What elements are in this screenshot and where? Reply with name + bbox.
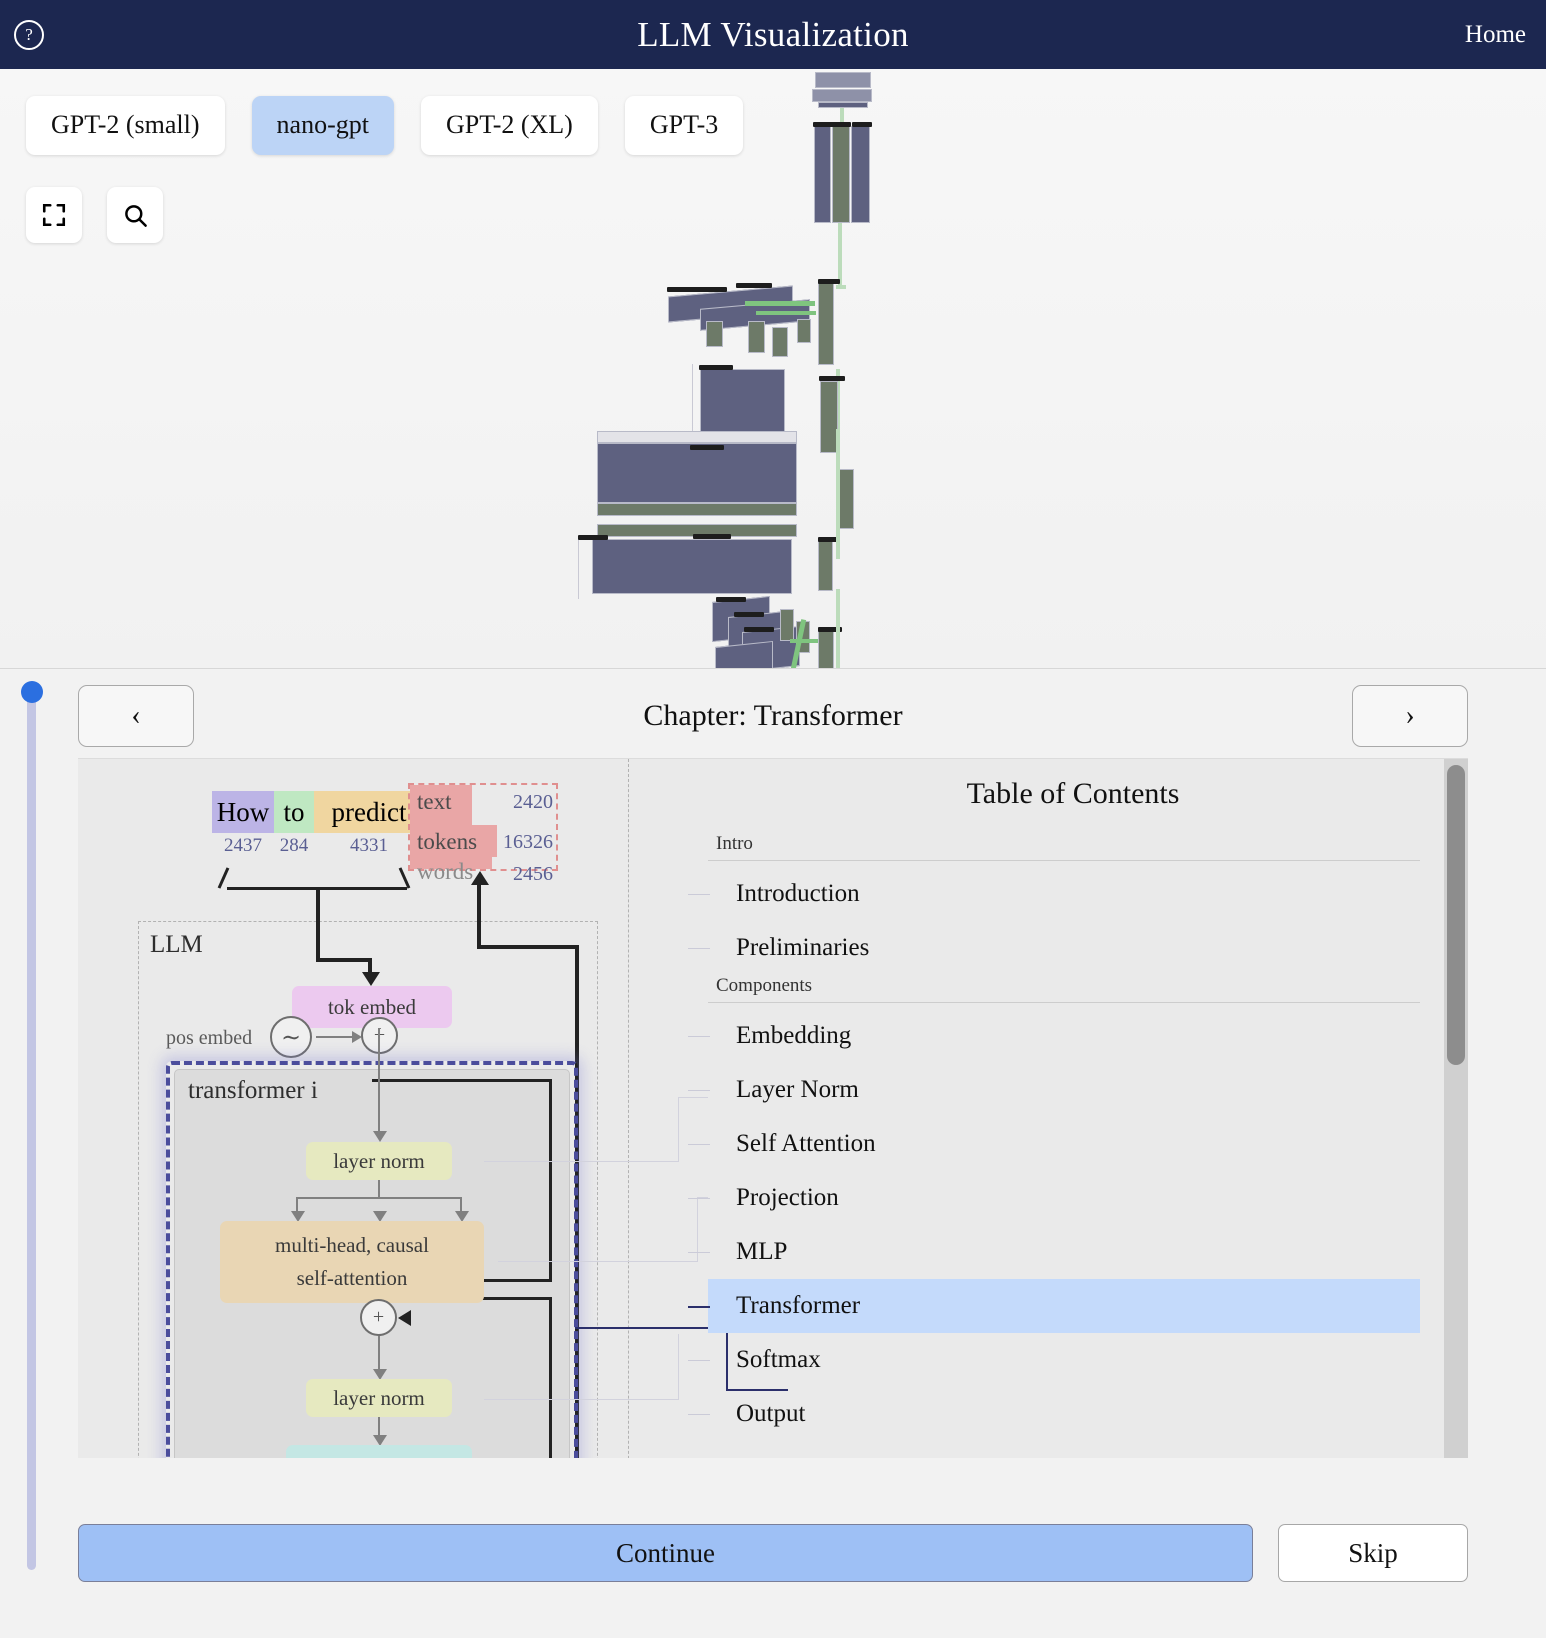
output-row-id-words: 2456 — [513, 863, 553, 885]
toc-item-projection[interactable]: Projection — [688, 1171, 1420, 1225]
viewport-toolbar[interactable] — [26, 187, 163, 243]
output-row-label-text: text — [417, 789, 452, 814]
output-row-label-tokens: tokens — [417, 829, 478, 854]
toc-group-components: Components — [708, 975, 1420, 1003]
output-row-id-tokens: 16326 — [503, 831, 553, 853]
node-tok-embed-label: tok embed — [327, 994, 417, 1019]
toc-item-self-attention[interactable]: Self Attention — [688, 1117, 1420, 1171]
model-viewport[interactable]: GPT-2 (small) nano-gpt GPT-2 (XL) GPT-3 — [0, 69, 1546, 669]
question-mark-circle-icon[interactable]: ? — [14, 19, 44, 50]
llm-architecture-diagram: How to predict 2437 284 4331 text tokens… — [78, 759, 708, 1458]
transformer-label: transformer i — [188, 1077, 318, 1104]
transformer-block-highlight — [166, 1061, 578, 1458]
model-3d-rendering[interactable] — [0, 69, 1546, 668]
output-row-label-words: words — [417, 859, 474, 884]
walkthrough-panel: ‹ Chapter: Transformer › How to predict … — [0, 670, 1546, 1638]
toc-connector-stub — [688, 1306, 710, 1308]
active-toc-connector-h1 — [575, 1327, 728, 1329]
active-toc-connector-v — [726, 1327, 728, 1391]
toc-connector-stub — [688, 1360, 710, 1361]
skip-button[interactable]: Skip — [1278, 1524, 1468, 1582]
content-scrollbar-track[interactable] — [1444, 759, 1468, 1458]
token-chip-to: to — [274, 791, 314, 833]
progress-rail[interactable] — [27, 690, 36, 1570]
toc-item-preliminaries[interactable]: Preliminaries — [688, 921, 1420, 975]
model-tab-gpt2-small[interactable]: GPT-2 (small) — [26, 96, 225, 155]
pos-embed-label: pos embed — [166, 1027, 253, 1049]
toc-group-intro: Intro — [708, 833, 1420, 861]
toc-item-label: Transformer — [736, 1292, 861, 1319]
token-chip-predict: predict — [314, 791, 424, 833]
toc-item-label: Softmax — [736, 1346, 821, 1373]
token-id-to: 284 — [279, 835, 309, 856]
node-layer-norm-1-label: layer norm — [333, 1148, 425, 1173]
toc-connector-stub — [688, 1198, 710, 1199]
page-title: LLM Visualization — [637, 14, 909, 54]
progress-handle[interactable] — [21, 681, 43, 703]
toc-item-transformer[interactable]: Transformer — [688, 1279, 1420, 1333]
residual-add-2: + — [360, 1299, 397, 1336]
continue-button[interactable]: Continue — [78, 1524, 1253, 1582]
toc-connector-stub — [688, 894, 710, 895]
node-self-attention: multi-head, causal self-attention — [220, 1221, 484, 1303]
output-row-id-text: 2420 — [513, 791, 553, 813]
model-tab-nano-gpt[interactable]: nano-gpt — [251, 96, 394, 155]
fullscreen-icon[interactable] — [26, 187, 82, 243]
search-icon[interactable] — [107, 187, 163, 243]
toc-item-label: Output — [736, 1400, 806, 1427]
toc-item-embedding[interactable]: Embedding — [688, 1009, 1420, 1063]
table-of-contents: Table of Contents Intro Introduction Pre… — [688, 759, 1448, 1458]
app-header: ? LLM Visualization Home — [0, 0, 1546, 69]
llm-boundary — [138, 921, 598, 1458]
node-layer-norm-2: layer norm — [306, 1379, 452, 1417]
toc-connector-stub — [688, 1252, 710, 1253]
toc-connector-stub — [688, 948, 710, 949]
toc-item-softmax[interactable]: Softmax — [688, 1333, 1420, 1387]
toc-item-label: Projection — [736, 1184, 839, 1211]
model-tab-gpt3[interactable]: GPT-3 — [624, 96, 744, 155]
node-layer-norm-1: layer norm — [306, 1142, 452, 1180]
output-prediction-box — [408, 783, 558, 871]
home-link[interactable]: Home — [1464, 20, 1526, 48]
toc-connector-stub — [688, 1090, 710, 1091]
node-feed-forward-label-1: feed — [361, 1452, 397, 1458]
token-chip-how: How — [212, 791, 274, 833]
next-chapter-button[interactable]: › — [1352, 685, 1468, 747]
active-toc-connector-h2 — [726, 1389, 788, 1391]
toc-item-label: Layer Norm — [736, 1076, 859, 1103]
toc-item-label: Preliminaries — [736, 934, 870, 961]
toc-item-mlp[interactable]: MLP — [688, 1225, 1420, 1279]
node-self-attention-label-2: self-attention — [296, 1266, 408, 1290]
model-selector-tabs[interactable]: GPT-2 (small) nano-gpt GPT-2 (XL) GPT-3 — [26, 96, 744, 155]
token-id-how: 2437 — [224, 835, 262, 856]
chapter-content-card: How to predict 2437 284 4331 text tokens… — [78, 758, 1468, 1458]
toc-title: Table of Contents — [966, 777, 1180, 810]
node-feed-forward: feed forward — [286, 1445, 472, 1458]
chapter-title: Chapter: Transformer — [643, 699, 903, 732]
toc-item-label: Introduction — [736, 880, 860, 907]
toc-item-label: Self Attention — [736, 1130, 876, 1157]
toc-item-label: Embedding — [736, 1022, 852, 1049]
llm-label: LLM — [150, 931, 203, 958]
previous-chapter-button[interactable]: ‹ — [78, 685, 194, 747]
toc-connector-stub — [688, 1144, 710, 1145]
token-id-predict: 4331 — [350, 835, 388, 856]
content-scrollbar-thumb[interactable] — [1447, 765, 1465, 1065]
node-layer-norm-2-label: layer norm — [333, 1385, 425, 1410]
pos-embed-wave-icon: ∼ — [270, 1016, 312, 1058]
walkthrough-actions: Continue Skip — [78, 1524, 1468, 1582]
toc-item-introduction[interactable]: Introduction — [688, 867, 1420, 921]
toc-connector-stub — [688, 1036, 710, 1037]
toc-item-label: MLP — [736, 1238, 788, 1265]
node-self-attention-label-1: multi-head, causal — [275, 1233, 429, 1258]
toc-item-layer-norm[interactable]: Layer Norm — [688, 1063, 1420, 1117]
chapter-navigation: ‹ Chapter: Transformer › — [78, 685, 1468, 747]
model-tab-gpt2-xl[interactable]: GPT-2 (XL) — [420, 96, 598, 155]
toc-item-output[interactable]: Output — [688, 1387, 1420, 1441]
toc-connector-stub — [688, 1414, 710, 1415]
